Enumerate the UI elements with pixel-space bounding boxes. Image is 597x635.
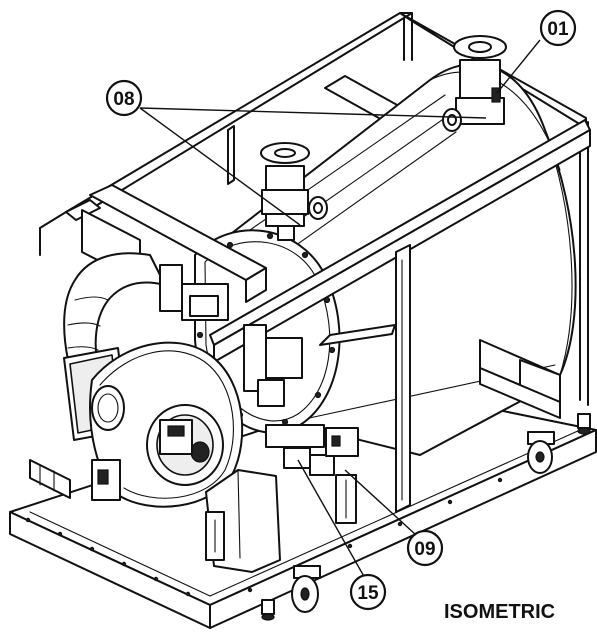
caster-right: [527, 431, 555, 474]
callout-leaders: [139, 39, 541, 581]
boiler-front-details: [159, 264, 396, 407]
callout-label: 08: [113, 89, 134, 110]
callout-01: 01: [539, 9, 577, 47]
view-label: ISOMETRIC: [444, 601, 555, 623]
rear-nozzle: [442, 35, 507, 132]
burner-assembly: [63, 341, 244, 508]
callout-15: 15: [349, 573, 387, 611]
left-support: [29, 459, 71, 499]
controls-lower: [265, 424, 359, 524]
foot-right: [577, 413, 591, 435]
callout-label: 09: [414, 539, 435, 560]
caster-front: [291, 565, 321, 613]
skid-right-detail: [479, 339, 561, 419]
callout-label: 15: [357, 583, 379, 604]
burner-pedestal: [205, 469, 281, 573]
callout-08: 08: [105, 79, 143, 117]
front-nozzle: [260, 142, 328, 241]
casters: [261, 413, 591, 621]
callout-09: 09: [406, 529, 444, 567]
callout-label: 01: [547, 19, 569, 40]
foot-left: [261, 599, 275, 621]
